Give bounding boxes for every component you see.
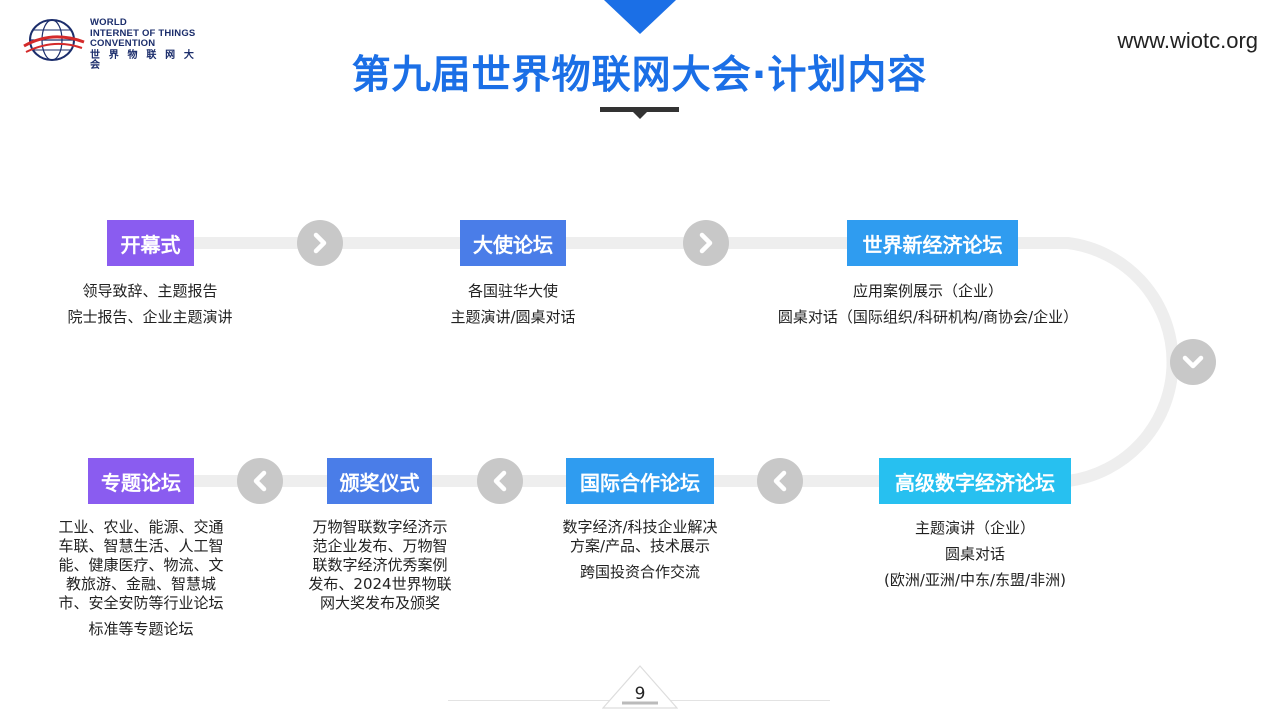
- chevron-right-icon: [683, 220, 729, 266]
- page-number: 9: [634, 684, 646, 704]
- desc-line: 领导致辞、主题报告: [82, 282, 218, 300]
- desc-line: 跨国投资合作交流: [579, 563, 700, 581]
- desc-line: 主题演讲（企业）: [914, 519, 1035, 537]
- desc-line: 圆桌对话: [944, 545, 1005, 563]
- step-label-intl-cooperation: 国际合作论坛: [566, 458, 714, 504]
- desc-line: 方案/产品、技术展示: [569, 537, 711, 555]
- step-label-opening: 开幕式: [107, 220, 194, 266]
- step-label-special-forum: 专题论坛: [88, 458, 194, 504]
- chevron-left-icon: [477, 458, 523, 504]
- step-desc-opening: 领导致辞、主题报告 院士报告、企业主题演讲: [40, 278, 260, 330]
- chevron-left-icon: [237, 458, 283, 504]
- step-desc-award: 万物智联数字经济示 范企业发布、万物智 联数字经济优秀案例 发布、2024世界物…: [290, 518, 470, 613]
- step-label-digital-economy: 高级数字经济论坛: [879, 458, 1071, 504]
- chevron-down-icon: [1170, 339, 1216, 385]
- desc-line: 市、安全安防等行业论坛: [58, 594, 224, 612]
- logo-line-3: CONVENTION: [90, 38, 156, 49]
- logo-line-1: WORLD: [90, 17, 127, 28]
- desc-line: 标准等专题论坛: [88, 620, 194, 638]
- step-desc-ambassador: 各国驻华大使 主题演讲/圆桌对话: [403, 278, 623, 330]
- page-title: 第九届世界物联网大会·计划内容: [351, 53, 928, 98]
- logo-line-2: INTERNET OF THINGS: [90, 27, 196, 39]
- title-caret: [633, 112, 647, 119]
- desc-line: 网大奖发布及颁奖: [319, 594, 440, 612]
- desc-line: 各国驻华大使: [467, 282, 558, 300]
- step-label-ambassador: 大使论坛: [460, 220, 566, 266]
- desc-line: 院士报告、企业主题演讲: [67, 308, 233, 326]
- globe-logo-icon: [23, 19, 85, 61]
- logo-cn: 世 界 物 联 网 大 会: [90, 49, 197, 71]
- desc-line: 主题演讲/圆桌对话: [450, 308, 576, 326]
- website-url[interactable]: www.wiotc.org: [1117, 28, 1258, 53]
- step-desc-special-forum: 工业、农业、能源、交通 车联、智慧生活、人工智 能、健康医疗、物流、文 教旅游、…: [40, 518, 242, 639]
- desc-line: 发布、2024世界物联: [308, 575, 452, 593]
- desc-line: 应用案例展示（企业）: [852, 282, 1003, 300]
- desc-line: (欧洲/亚洲/中东/东盟/非洲): [884, 571, 1066, 589]
- title-underline: [600, 107, 679, 112]
- desc-line: 数字经济/科技企业解决: [562, 518, 718, 536]
- desc-line: 能、健康医疗、物流、文: [58, 556, 224, 574]
- desc-line: 工业、农业、能源、交通: [58, 518, 224, 536]
- step-desc-intl-cooperation: 数字经济/科技企业解决 方案/产品、技术展示 跨国投资合作交流: [540, 518, 740, 582]
- desc-line: 万物智联数字经济示: [312, 518, 448, 536]
- desc-line: 教旅游、金融、智慧城: [65, 575, 216, 593]
- step-desc-digital-economy: 主题演讲（企业） 圆桌对话 (欧洲/亚洲/中东/东盟/非洲): [850, 515, 1100, 593]
- chevron-right-icon: [297, 220, 343, 266]
- step-label-new-economy: 世界新经济论坛: [847, 220, 1018, 266]
- logo: WORLD INTERNET OF THINGS CONVENTION 世 界 …: [22, 14, 202, 71]
- desc-line: 范企业发布、万物智: [312, 537, 448, 555]
- chevron-left-icon: [757, 458, 803, 504]
- desc-line: 圆桌对话（国际组织/科研机构/商协会/企业）: [777, 308, 1079, 326]
- step-desc-new-economy: 应用案例展示（企业） 圆桌对话（国际组织/科研机构/商协会/企业）: [748, 278, 1108, 330]
- page-number-triangle: [602, 665, 678, 709]
- desc-line: 车联、智慧生活、人工智: [58, 537, 224, 555]
- step-label-award: 颁奖仪式: [327, 458, 432, 504]
- desc-line: 联数字经济优秀案例: [312, 556, 448, 574]
- top-triangle-decor: [604, 0, 676, 34]
